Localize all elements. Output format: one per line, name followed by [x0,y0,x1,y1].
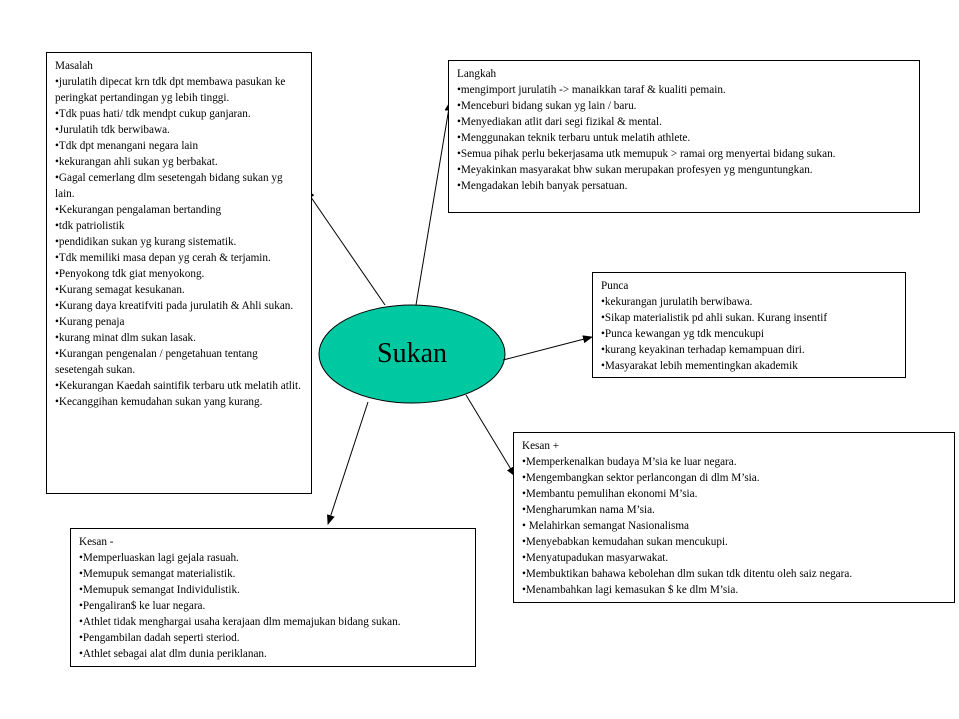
langkah-list: •mengimport jurulatih -> manaikkan taraf… [457,82,911,194]
list-item: •Kecanggihan kemudahan sukan yang kurang… [55,396,263,408]
list-item: •Punca kewangan yg tdk mencukupi [601,328,764,340]
masalah-title: Masalah [55,60,93,72]
list-item: •Tdk memiliki masa depan yg cerah & terj… [55,252,271,264]
list-item: •Kurang penaja [55,316,125,328]
list-item: •Mengadakan lebih banyak persatuan. [457,180,628,192]
list-item: •Memperkenalkan budaya M’sia ke luar neg… [522,456,737,468]
list-item: •Mengharumkan nama M’sia. [522,504,655,516]
arrow-to-punca [502,335,593,361]
list-item: •kurang minat dlm sukan lasak. [55,332,196,344]
list-item: •tdk patriolistik [55,220,125,232]
arrow-to-masalah [305,189,386,306]
center-label: Sukan [377,338,447,369]
list-item: •kekurangan jurulatih berwibawa. [601,296,753,308]
list-item: •Kekurangan Kaedah saintifik terbaru utk… [55,380,301,392]
kesan-plus-list: •Memperkenalkan budaya M’sia ke luar neg… [522,454,946,598]
list-item: •Menceburi bidang sukan yg lain / baru. [457,100,637,112]
list-item: •pendidikan sukan yg kurang sistematik. [55,236,237,248]
list-item: •Memupuk semangat materialistik. [79,568,236,580]
list-item: •Sikap materialistik pd ahli sukan. Kura… [601,312,828,324]
list-item: •Pengambilan dadah seperti steriod. [79,632,240,644]
list-item: •Menambahkan lagi kemasukan $ ke dlm M’s… [522,584,739,596]
list-item: •Semua pihak perlu bekerjasama utk memup… [457,148,836,160]
arrow-to-langkah [415,101,453,306]
list-item: •Masyarakat lebih mementingkan akademik [601,360,798,372]
arrow-to-kesan-plus [465,394,516,477]
list-item: •Pengaliran$ ke luar negara. [79,600,206,612]
list-item: •kurang keyakinan terhadap kemampuan dir… [601,344,805,356]
list-item: •Kurang semagat kesukanan. [55,284,185,296]
kesan-plus-title: Kesan + [522,440,560,452]
list-item: •Athlet sebagai alat dlm dunia periklana… [79,648,267,660]
list-item: •Athlet tidak menghargai usaha kerajaan … [79,616,401,628]
list-item: •Kekurangan pengalaman bertanding [55,204,222,216]
list-item: •Menyediakan atlit dari segi fizikal & m… [457,116,662,128]
masalah-list: •jurulatih dipecat krn tdk dpt membawa p… [55,74,303,410]
kesan-minus-list: •Memperluaskan lagi gejala rasuah. •Memup… [79,550,467,662]
list-item: •Membantu pemulihan ekonomi M’sia. [522,488,698,500]
list-item: •Menyatupadukan masyarwakat. [522,552,669,564]
punca-box: Punca •kekurangan jurulatih berwibawa. •S… [592,272,906,378]
list-item: •Jurulatih tdk berwibawa. [55,124,170,136]
list-item: •Memupuk semangat Individulistik. [79,584,240,596]
list-item: •Kurang daya kreatifviti pada jurulatih … [55,300,294,312]
list-item: •kekurangan ahli sukan yg berbakat. [55,156,218,168]
center-node [318,304,506,404]
list-item: • Melahirkan semangat Nasionalisma [522,520,690,532]
langkah-title: Langkah [457,68,497,80]
list-item: •Kurangan pengenalan / pengetahuan tenta… [55,348,258,376]
masalah-box: Masalah •jurulatih dipecat krn tdk dpt m… [46,52,312,494]
list-item: •Membuktikan bahawa kebolehan dlm sukan … [522,568,853,580]
kesan-plus-box: Kesan + •Memperkenalkan budaya M’sia ke … [513,432,955,603]
kesan-minus-title: Kesan - [79,536,114,548]
list-item: •Mengembangkan sektor perlancongan di dl… [522,472,760,484]
arrow-to-kesan-minus [327,401,369,525]
list-item: •Meyakinkan masyarakat bhw sukan merupak… [457,164,813,176]
list-item: •Gagal cemerlang dlm sesetengah bidang s… [55,172,283,200]
list-item: •jurulatih dipecat krn tdk dpt membawa p… [55,76,286,104]
list-item: •Penyokong tdk giat menyokong. [55,268,205,280]
langkah-box: Langkah •mengimport jurulatih -> manaikk… [448,60,920,213]
list-item: •Tdk dpt menangani negara lain [55,140,199,152]
punca-title: Punca [601,280,629,292]
list-item: •Menyebabkan kemudahan sukan mencukupi. [522,536,728,548]
punca-list: •kekurangan jurulatih berwibawa. •Sikap m… [601,294,897,374]
list-item: •mengimport jurulatih -> manaikkan taraf… [457,84,726,96]
list-item: •Menggunakan teknik terbaru untuk melati… [457,132,691,144]
list-item: •Tdk puas hati/ tdk mendpt cukup ganjara… [55,108,251,120]
list-item: •Memperluaskan lagi gejala rasuah. [79,552,239,564]
kesan-minus-box: Kesan - •Memperluaskan lagi gejala rasua… [70,528,476,667]
